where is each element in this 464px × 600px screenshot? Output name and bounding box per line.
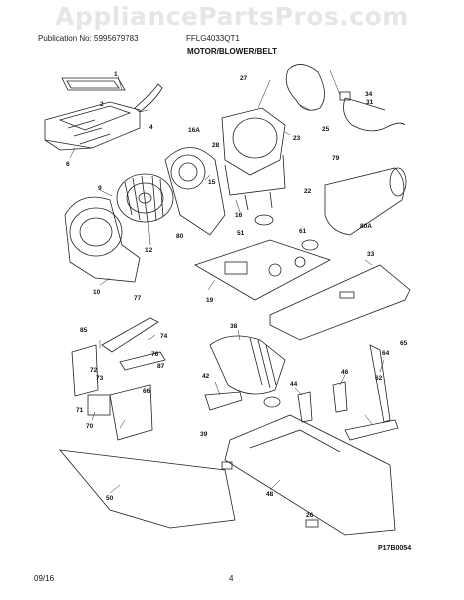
callout-87: 87	[157, 363, 165, 370]
callout-42: 42	[202, 373, 210, 380]
callout-16: 16	[235, 212, 243, 219]
callout-22: 22	[304, 188, 312, 195]
callout-38: 38	[230, 323, 238, 330]
callout-28: 28	[212, 142, 220, 149]
callout-50: 50	[106, 495, 114, 502]
callout-31: 31	[366, 99, 374, 106]
part-bottom-plate	[224, 414, 396, 536]
callout-6: 6	[66, 161, 70, 168]
part-base-panel	[269, 264, 411, 341]
callout-79: 79	[332, 155, 340, 162]
callout-80a: 80A	[360, 223, 372, 230]
part-blower-wheel	[116, 173, 174, 223]
diagram-code: P17B0054	[378, 545, 411, 552]
part-switch-block	[87, 394, 111, 416]
callout-16a: 16A	[188, 127, 200, 134]
callout-48: 48	[266, 491, 274, 498]
callout-74: 74	[160, 333, 168, 340]
part-foot	[305, 519, 319, 528]
part-frame	[109, 384, 153, 441]
part-ring-51	[254, 214, 274, 226]
callout-70: 70	[86, 423, 94, 430]
callout-2: 2	[100, 101, 104, 108]
callout-71: 71	[76, 407, 84, 414]
part-heater-duct	[324, 167, 407, 236]
callout-10: 10	[93, 289, 101, 296]
part-blower-housing	[164, 147, 226, 236]
callout-46: 46	[341, 369, 349, 376]
part-housing-tray	[44, 101, 141, 151]
callout-51: 51	[237, 230, 245, 237]
part-gasket	[61, 77, 126, 91]
callout-64: 64	[382, 350, 390, 357]
part-base-plate	[194, 239, 332, 301]
part-power-cord	[343, 97, 406, 132]
callout-76: 76	[151, 351, 159, 358]
callout-65: 65	[400, 340, 408, 347]
part-belt	[285, 64, 325, 111]
callout-25: 25	[322, 126, 330, 133]
part-foot-2	[221, 461, 233, 470]
callout-33: 33	[367, 251, 375, 258]
callout-72: 72	[90, 367, 98, 374]
callout-4: 4	[149, 124, 153, 131]
part-control-bracket	[101, 317, 159, 353]
callout-26: 26	[306, 512, 314, 519]
part-bracket-44	[297, 391, 313, 423]
callout-12: 12	[145, 247, 153, 254]
callout-62: 62	[375, 375, 383, 382]
callout-66: 66	[143, 388, 151, 395]
part-motor	[221, 107, 286, 211]
part-panel	[71, 344, 99, 397]
callout-85: 85	[80, 327, 88, 334]
part-bracket-42-right	[344, 419, 399, 441]
callout-73: 73	[96, 375, 104, 382]
part-bracket	[134, 83, 163, 113]
callout-39: 39	[200, 431, 208, 438]
callout-44: 44	[290, 381, 298, 388]
part-duct-hose	[209, 335, 286, 395]
footer-date: 09/16	[34, 574, 55, 583]
model-number: FFLG4033QT1	[186, 34, 240, 43]
callout-15: 15	[208, 179, 216, 186]
part-rail	[369, 344, 391, 423]
part-bracket-42-left	[204, 391, 243, 411]
callout-34: 34	[365, 91, 373, 98]
part-ring-lower	[263, 396, 281, 408]
callout-61: 61	[299, 228, 307, 235]
callout-1: 1	[114, 71, 118, 78]
callout-27: 27	[240, 75, 248, 82]
callout-80: 80	[176, 233, 184, 240]
part-bracket-46	[332, 381, 348, 413]
watermark-text: AppliancePartsPros.com	[55, 2, 409, 31]
callout-9: 9	[98, 185, 102, 192]
page-number: 4	[229, 574, 234, 583]
part-ring-61	[301, 239, 319, 251]
callout-19: 19	[206, 297, 214, 304]
callout-77: 77	[134, 295, 142, 302]
part-front-panel	[59, 449, 236, 529]
publication-number: Publication No: 5995679783	[38, 34, 139, 43]
diagram-title: MOTOR/BLOWER/BELT	[187, 47, 277, 56]
part-front-duct	[64, 196, 141, 283]
callout-23: 23	[293, 135, 301, 142]
